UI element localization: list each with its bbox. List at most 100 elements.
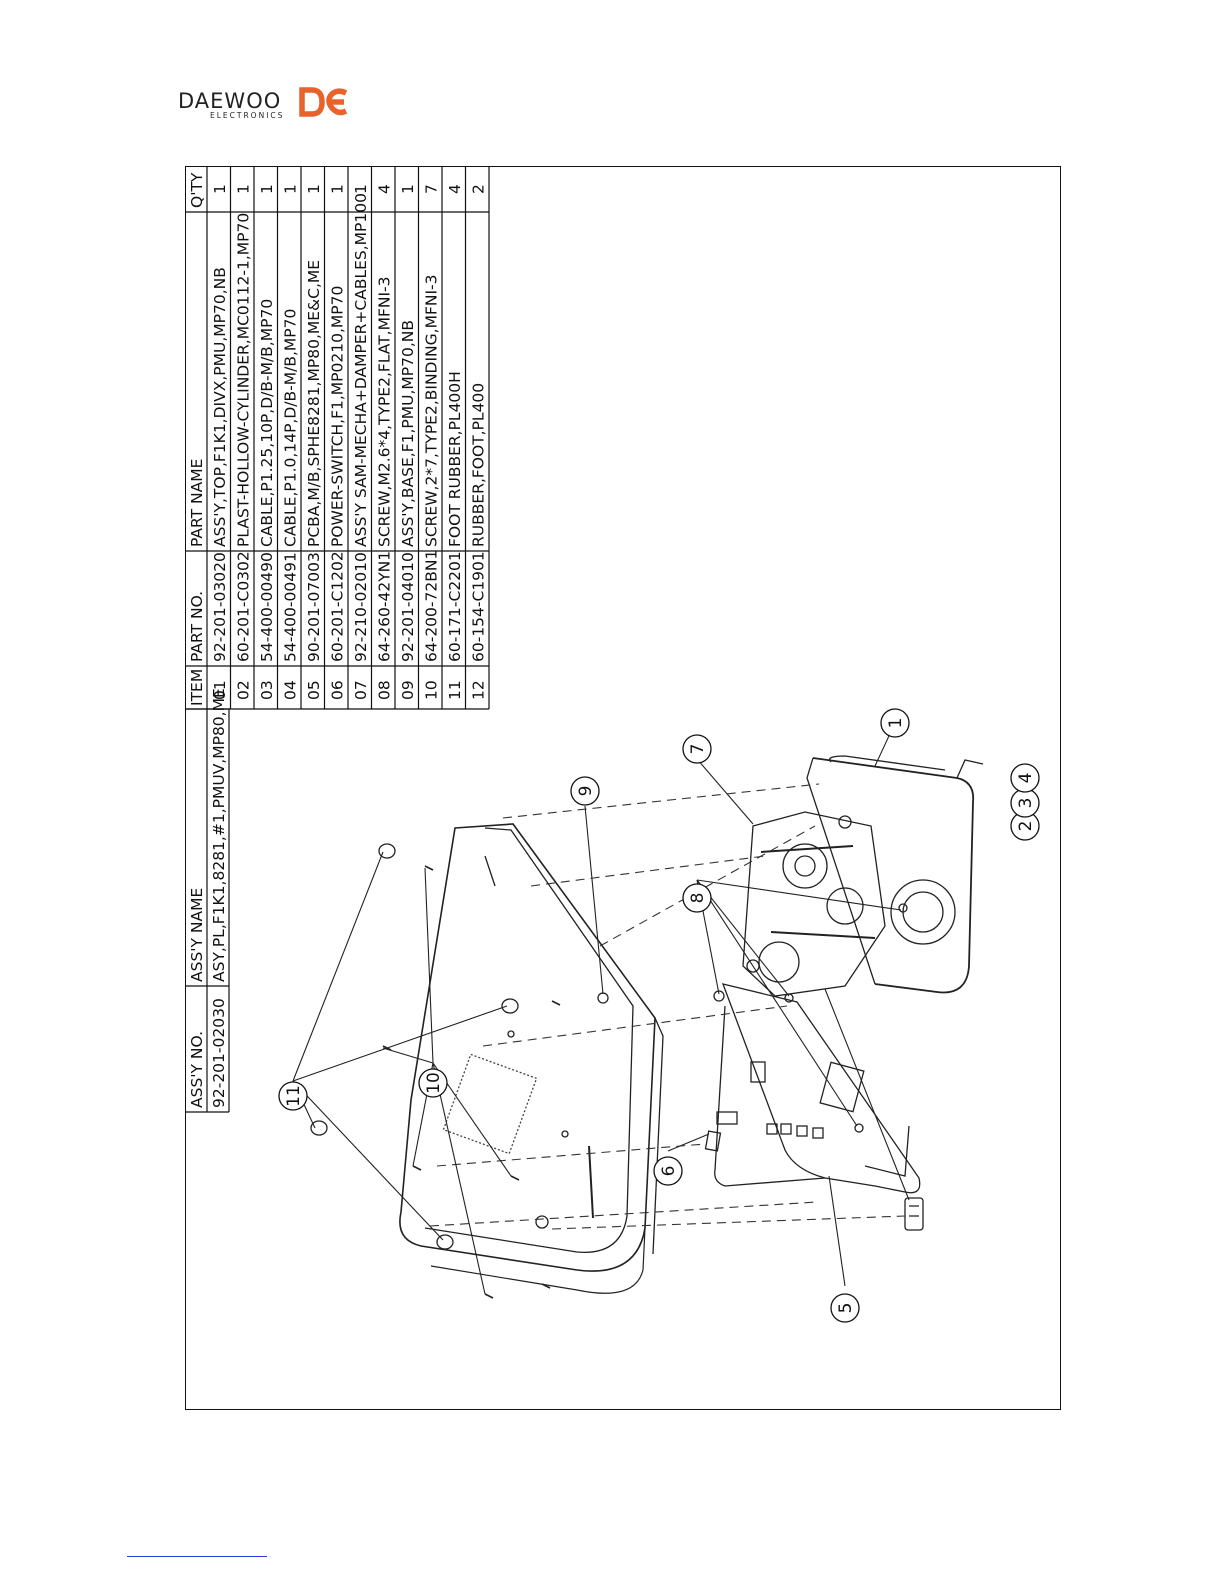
part-item-cell: 05 xyxy=(305,680,323,700)
part-qty-cell: 2 xyxy=(470,184,488,194)
callout-number: 7 xyxy=(688,744,708,755)
callout-number: 6 xyxy=(659,1166,679,1177)
part-qty-cell: 1 xyxy=(235,184,253,194)
part-name-cell: POWER-SWITCH,F1,MP0210,MP70 xyxy=(329,286,347,547)
part-number-cell: 60-171-C2201 xyxy=(446,551,464,662)
part-item-cell: 03 xyxy=(258,680,276,700)
callout-number: 11 xyxy=(284,1085,304,1107)
part-item-cell: 12 xyxy=(470,680,488,700)
parts-partno-header: PART NO. xyxy=(188,591,206,662)
callout-11: 11 xyxy=(278,1081,308,1111)
top-case-part-1 xyxy=(806,755,984,994)
part-number-cell: 60-201-C1202 xyxy=(329,551,347,662)
assembly-no-header: ASS'Y NO. xyxy=(188,1031,206,1108)
callout-number: 1 xyxy=(886,718,906,729)
cable-parts-2-3-4 xyxy=(904,1197,924,1231)
part-number-cell: 54-400-00490 xyxy=(258,552,276,662)
part-item-cell: 06 xyxy=(329,680,347,700)
part-qty-cell: 1 xyxy=(399,184,417,194)
parts-table-row: 12 60-154-C1901 RUBBER,FOOT,PL400 2 xyxy=(470,184,488,700)
part-name-cell: ASS'Y SAM-MECHA+DAMPER+CABLES,MP100 xyxy=(352,193,370,547)
part-qty-cell: 1 xyxy=(329,184,347,194)
parts-table-row: 08 64-260-42YN1 SCREW,M2.6*4,TYPE2,FLAT,MF… xyxy=(376,184,394,700)
part-qty-cell: 4 xyxy=(446,184,464,194)
part-item-cell: 04 xyxy=(282,680,300,700)
assembly-no-value: 92-201-02030 xyxy=(210,998,228,1108)
callout-number: 9 xyxy=(576,786,596,797)
part-qty-cell: 1 xyxy=(352,184,370,194)
parts-table-row: 06 60-201-C1202 POWER-SWITCH,F1,MP0210,MP7… xyxy=(329,184,347,700)
part-qty-cell: 7 xyxy=(423,184,441,194)
part-name-cell: PLAST-HOLLOW-CYLINDER,MC0112-1,MP70 xyxy=(235,213,253,547)
parts-partname-header: PART NAME xyxy=(188,459,206,547)
part-item-cell: 07 xyxy=(352,680,370,700)
part-qty-cell: 1 xyxy=(282,184,300,194)
callout-10: 10 xyxy=(418,1068,448,1098)
daewoo-logo: DAEWOO ELECTRONICS xyxy=(178,87,348,120)
part-name-cell: FOOT RUBBER,PL400H xyxy=(446,371,464,547)
callout-5: 5 xyxy=(830,1293,860,1323)
pcb-part-5 xyxy=(714,983,921,1194)
parts-table-row: 05 90-201-07003 PCBA,M/B,SPHE8281,MP80,ME&… xyxy=(305,184,323,700)
parts-table-row: 10 64-200-72BN1 SCREW,2*7,TYPE2,BINDING,MF… xyxy=(423,184,441,700)
callout-6: 6 xyxy=(653,1156,683,1186)
part-number-cell: 64-260-42YN1 xyxy=(376,551,394,662)
callout-9: 9 xyxy=(570,776,600,806)
part-number-cell: 90-201-07003 xyxy=(305,552,323,662)
callout-number: 10 xyxy=(424,1072,444,1094)
callout-1: 1 xyxy=(880,708,910,738)
part-name-cell: CABLE,P1.25,10P,D/B-M/B,MP70 xyxy=(258,299,276,547)
part-qty-cell: 1 xyxy=(305,184,323,194)
callout-8: 8 xyxy=(682,883,712,913)
part-item-cell: 08 xyxy=(376,680,394,700)
parts-qty-header: Q'TY xyxy=(188,172,206,208)
part-item-cell: 11 xyxy=(446,680,464,700)
part-item-cell: 01 xyxy=(211,680,229,700)
callout-number: 4 xyxy=(1016,773,1036,784)
parts-table-row: 07 92-210-02010 ASS'Y SAM-MECHA+DAMPER+CAB… xyxy=(352,184,370,700)
part-number-cell: 92-210-02010 xyxy=(352,552,370,662)
part-qty-cell: 1 xyxy=(211,184,229,194)
callout-number: 3 xyxy=(1016,798,1036,809)
power-switch-part-6 xyxy=(704,1130,722,1152)
base-cover-part-9 xyxy=(399,823,664,1294)
part-number-cell: 64-200-72BN1 xyxy=(423,550,441,662)
parts-item-header: ITEM xyxy=(188,669,206,706)
assembly-guide-lines xyxy=(429,783,906,1230)
loader-mechanism-part-7 xyxy=(742,811,956,997)
daewoo-tulip-emblem-icon xyxy=(299,87,348,117)
drawing-frame xyxy=(185,166,1061,1410)
part-name-cell: ASS'Y,TOP,F1K1,DIVX,PMU,MP70,NB xyxy=(211,267,229,547)
part-name-cell: ASS'Y,BASE,F1,PMU,MP70,NB xyxy=(399,320,417,547)
part-number-cell: 60-154-C1901 xyxy=(470,551,488,662)
assembly-name-header: ASS'Y NAME xyxy=(188,888,206,982)
part-item-cell: 02 xyxy=(235,680,253,700)
parts-table-row: 0260-201-C0302PLAST-HOLLOW-CYLINDER,MC01… xyxy=(235,184,253,700)
part-name-cell: CABLE,P1.0,14P,D/B-M/B,MP70 xyxy=(282,309,300,547)
part-item-cell: 10 xyxy=(423,680,441,700)
assembly-name-value: ASY,PL,F1K1,8281,#1,PMUV,MP80,ME xyxy=(210,688,228,982)
callout-7: 7 xyxy=(682,734,712,764)
parts-table xyxy=(185,166,490,710)
exploded-view-drawing: ASS'Y NO. ASS'Y NAME 92-201-02030 ASY,PL… xyxy=(185,166,1040,1323)
part-number-cell: 54-400-00491 xyxy=(282,552,300,662)
parts-table-row: 11 60-171-C2201 FOOT RUBBER,PL400H 4 xyxy=(446,184,464,700)
foot-rubbers-part-11 xyxy=(310,843,519,1250)
part-number-cell: 92-201-03020 xyxy=(211,552,229,662)
part-qty-cell: 1 xyxy=(258,184,276,194)
callout-number: 2 xyxy=(1016,821,1036,832)
callout-number: 5 xyxy=(836,1303,856,1314)
part-name-cell: SCREW,2*7,TYPE2,BINDING,MFNI-3 xyxy=(423,275,441,548)
part-name-cell: SCREW,M2.6*4,TYPE2,FLAT,MFNI-3 xyxy=(376,276,394,547)
logo-sub-text: ELECTRONICS xyxy=(210,111,284,120)
part-qty-cell: 4 xyxy=(376,184,394,194)
logo-brand-text: DAEWOO xyxy=(178,89,281,113)
footer-underline xyxy=(127,1556,267,1557)
parts-table-row: 03 54-400-00490 CABLE,P1.25,10P,D/B-M/B,MP… xyxy=(258,184,276,700)
part-name-cell: RUBBER,FOOT,PL400 xyxy=(470,383,488,547)
part-name-cell: PCBA,M/B,SPHE8281,MP80,ME&C,ME xyxy=(305,260,323,547)
callout-4: 4 xyxy=(1010,763,1040,793)
callout-number: 8 xyxy=(688,893,708,904)
callout-bubbles: 1 2 3 4 5 6 7 8 9 10 11 xyxy=(278,708,1040,1323)
